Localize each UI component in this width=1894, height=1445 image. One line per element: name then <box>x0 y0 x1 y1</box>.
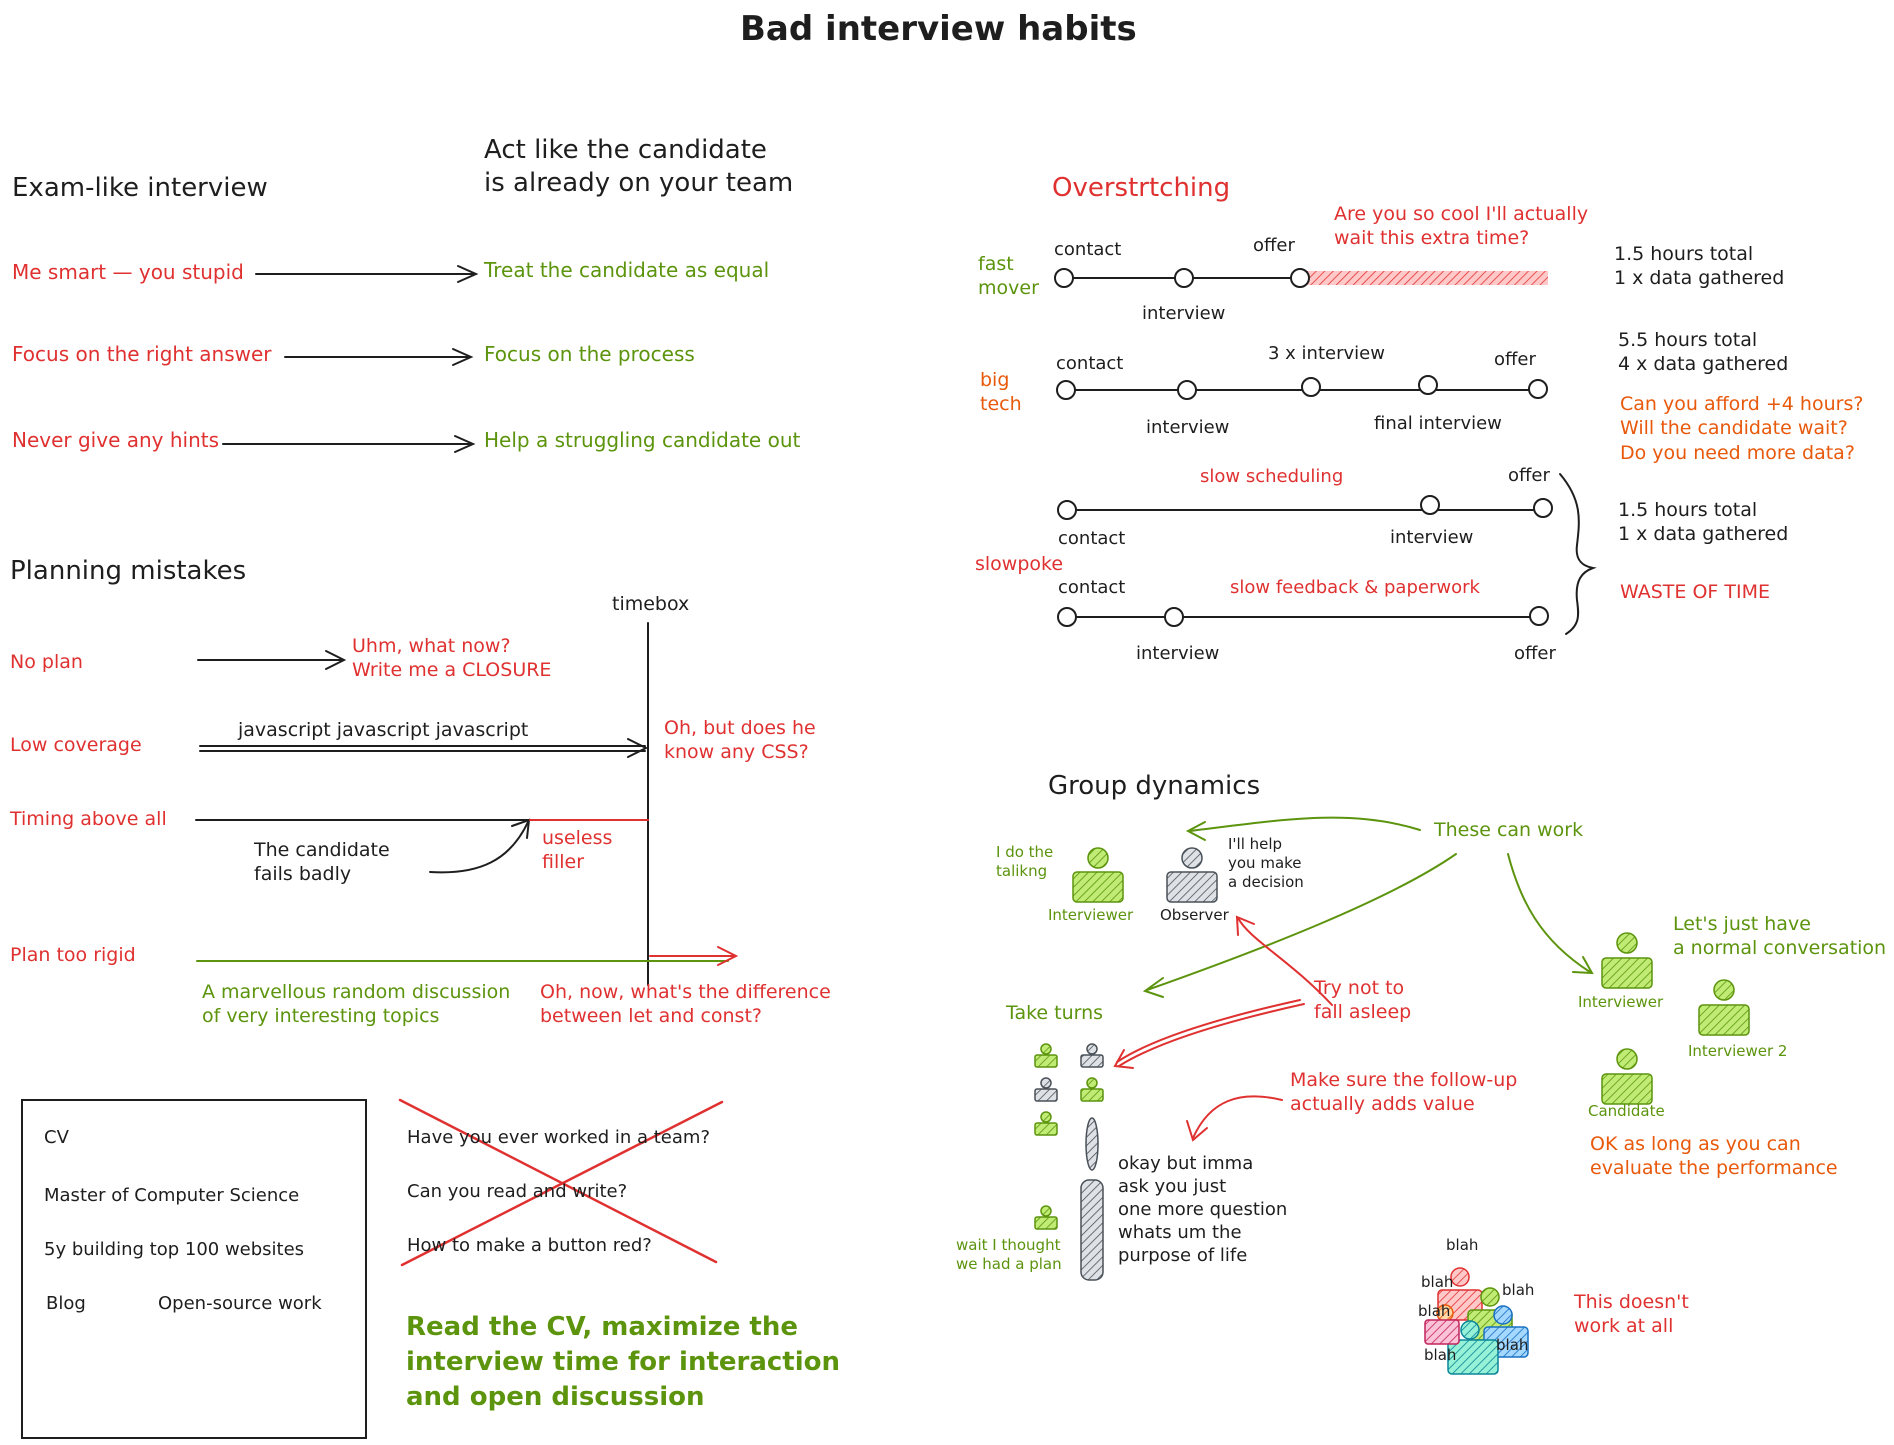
fast-mover-label: fast mover <box>978 253 1039 300</box>
cv-question-1: Have you ever worked in a team? <box>407 1127 711 1148</box>
exam-good-1: Treat the candidate as equal <box>484 258 770 282</box>
rigid-reply: Oh, now, what's the difference between l… <box>540 981 831 1028</box>
exam-bad-1: Me smart — you stupid <box>12 260 244 284</box>
slow2-contact: contact <box>1058 577 1126 598</box>
big-stats: 5.5 hours total 4 x data gathered <box>1618 329 1789 376</box>
group-heading: Group dynamics <box>1048 771 1261 801</box>
slow-scheduling: slow scheduling <box>1200 466 1344 487</box>
overstretching-heading: Overstrtching <box>1052 173 1231 203</box>
big-3x-interview: 3 x interview <box>1268 343 1385 364</box>
slow2-offer: offer <box>1514 643 1556 664</box>
big-interview: interview <box>1146 417 1230 438</box>
normal-conversation: Let's just have a normal conversation <box>1673 913 1887 960</box>
fast-stats: 1.5 hours total 1 x data gathered <box>1614 243 1785 290</box>
big-tech-label: big tech <box>980 369 1022 416</box>
blah-4: blah <box>1418 1302 1451 1320</box>
rigid-discussion: A marvellous random discussion of very i… <box>202 981 511 1028</box>
cv-question-2: Can you read and write? <box>407 1181 628 1202</box>
cv-question-3: How to make a button red? <box>407 1235 652 1256</box>
low-coverage-label: Low coverage <box>10 734 142 756</box>
cv-title: CV <box>44 1127 69 1148</box>
page-title: Bad interview habits <box>740 9 1137 49</box>
no-plan-reply: Uhm, what now? Write me a CLOSURE <box>352 635 552 682</box>
monologue-text: okay but imma ask you just one more ques… <box>1118 1153 1288 1267</box>
exam-heading-right: Act like the candidate is already on you… <box>484 135 794 199</box>
low-coverage-reply: Oh, but does he know any CSS? <box>664 717 816 764</box>
exam-heading: Exam-like interview <box>12 173 268 203</box>
exam-good-3: Help a struggling candidate out <box>484 428 801 452</box>
planning-heading: Planning mistakes <box>10 556 247 586</box>
big-final-interview: final interview <box>1374 413 1502 434</box>
blah-1: blah <box>1446 1236 1479 1254</box>
rigid-label: Plan too rigid <box>10 944 136 966</box>
cv-oss: Open-source work <box>158 1293 322 1314</box>
fast-interview: interview <box>1142 303 1226 324</box>
blah-3: blah <box>1502 1281 1535 1299</box>
timing-filler: useless filler <box>542 827 613 874</box>
observer-label: Observer <box>1160 906 1229 924</box>
i-do-talking: I do the talikng <box>996 843 1054 881</box>
blah-5: blah <box>1496 1336 1529 1354</box>
take-turns-label: Take turns <box>1006 1002 1104 1024</box>
cv-advice: Read the CV, maximize the interview time… <box>406 1312 841 1413</box>
candidate-label: Candidate <box>1588 1102 1665 1120</box>
fast-contact: contact <box>1054 239 1122 260</box>
slow1-interview: interview <box>1390 527 1474 548</box>
blah-2: blah <box>1421 1273 1454 1291</box>
cv-blog: Blog <box>46 1293 86 1314</box>
fast-offer: offer <box>1253 235 1295 256</box>
cv-line-2: 5y building top 100 websites <box>44 1239 305 1260</box>
slowpoke-label: slowpoke <box>975 553 1064 575</box>
slow-stats: 1.5 hours total 1 x data gathered <box>1618 499 1789 546</box>
cv-line-1: Master of Computer Science <box>44 1185 300 1206</box>
low-coverage-arrow-text: javascript javascript javascript <box>238 719 529 741</box>
waste-of-time: WASTE OF TIME <box>1620 581 1770 603</box>
timing-label: Timing above all <box>10 808 167 830</box>
blah-6: blah <box>1424 1346 1457 1364</box>
ok-as-long: OK as long as you can evaluate the perfo… <box>1590 1133 1838 1180</box>
doesnt-work: This doesn't work at all <box>1574 1291 1689 1338</box>
slow2-interview: interview <box>1136 643 1220 664</box>
wait-plan-text: wait I thought we had a plan <box>956 1236 1062 1274</box>
big-offer: offer <box>1494 349 1536 370</box>
exam-bad-3: Never give any hints <box>12 428 220 452</box>
extra-wait-bar <box>1300 271 1548 285</box>
ill-help: I'll help you make a decision <box>1228 835 1304 892</box>
slow1-offer: offer <box>1508 465 1550 486</box>
timing-note: The candidate fails badly <box>254 839 390 886</box>
interviewer-label: Interviewer <box>1048 906 1134 924</box>
these-can-work: These can work <box>1434 819 1584 841</box>
exam-bad-2: Focus on the right answer <box>12 342 272 366</box>
slow1-contact: contact <box>1058 528 1126 549</box>
big-contact: contact <box>1056 353 1124 374</box>
exam-good-2: Focus on the process <box>484 342 695 366</box>
overstretching-question: Are you so cool I'll actually wait this … <box>1334 203 1589 250</box>
big-questions: Can you afford +4 hours? Will the candid… <box>1620 393 1864 464</box>
timebox-label: timebox <box>612 593 690 615</box>
slow-feedback: slow feedback & paperwork <box>1230 577 1480 598</box>
interviewer-2-label: Interviewer 2 <box>1688 1042 1788 1060</box>
no-plan-label: No plan <box>10 651 83 673</box>
follow-up-note: Make sure the follow-up actually adds va… <box>1290 1069 1518 1116</box>
try-not-to-fall-asleep: Try not to fall asleep <box>1314 977 1412 1024</box>
interviewer-b-label: Interviewer <box>1578 993 1664 1011</box>
